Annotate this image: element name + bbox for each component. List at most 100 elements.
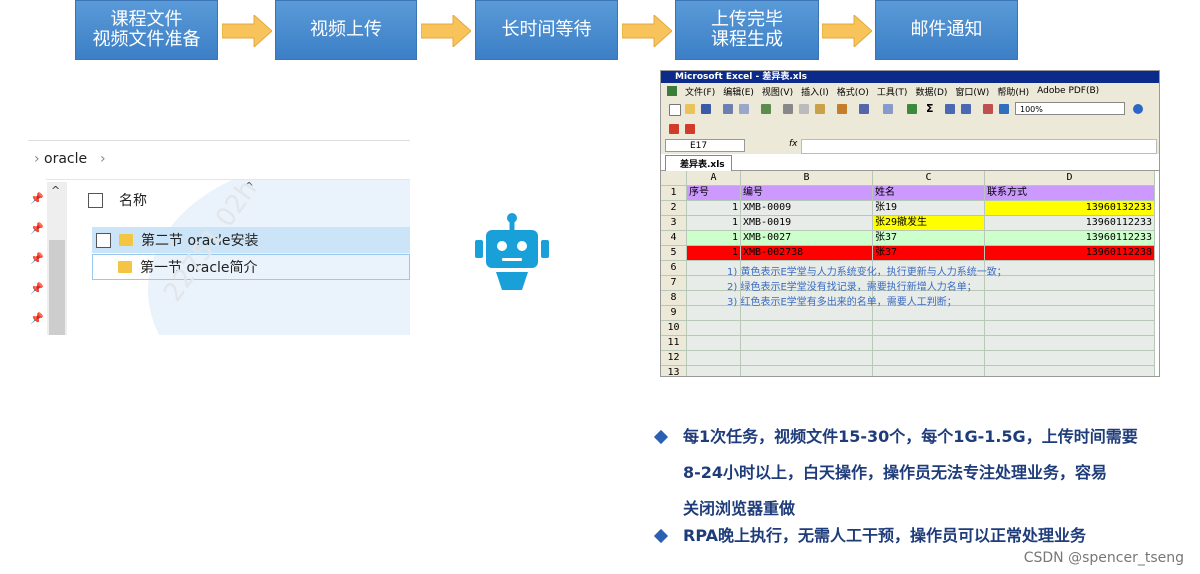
table-cell[interactable]: 张37 — [873, 246, 985, 261]
breadcrumb-oracle[interactable]: oracle — [44, 151, 88, 167]
menu-file[interactable]: 文件(F) — [685, 87, 716, 98]
row-header[interactable]: 2 — [661, 201, 687, 216]
pin-icon[interactable]: 📌 — [30, 222, 44, 235]
row-header[interactable]: 6 — [661, 261, 687, 276]
new-icon[interactable] — [669, 104, 681, 116]
row-header[interactable]: 3 — [661, 216, 687, 231]
scroll-up-icon[interactable]: ^ — [51, 184, 61, 197]
item-checkbox[interactable] — [96, 232, 111, 248]
row-header[interactable]: 11 — [661, 336, 687, 351]
scrollbar-thumb[interactable] — [49, 240, 65, 335]
open-icon[interactable] — [685, 104, 695, 114]
table-cell[interactable] — [687, 366, 741, 376]
table-cell[interactable] — [873, 261, 985, 276]
row-header[interactable]: 4 — [661, 231, 687, 246]
pin-icon[interactable]: 📌 — [30, 312, 44, 325]
sort-ascending-icon[interactable]: ^ — [244, 180, 255, 194]
fx-icon[interactable]: fx — [789, 139, 798, 149]
column-header[interactable]: D — [985, 171, 1155, 186]
table-cell[interactable]: XMB-0009 — [741, 201, 873, 216]
table-cell[interactable] — [741, 321, 873, 336]
table-cell[interactable] — [985, 351, 1155, 366]
name-box[interactable]: E17 — [665, 139, 745, 152]
column-header[interactable]: C — [873, 171, 985, 186]
table-cell[interactable]: 13960112238 — [985, 246, 1155, 261]
pin-icon[interactable]: 📌 — [30, 192, 44, 205]
select-all-checkbox[interactable] — [88, 192, 103, 208]
row-header[interactable]: 7 — [661, 276, 687, 291]
pdf-icon[interactable] — [669, 124, 679, 134]
pin-icon[interactable]: 📌 — [30, 252, 44, 265]
zoom-select[interactable]: 100% — [1015, 102, 1125, 115]
pdf-email-icon[interactable] — [685, 124, 695, 134]
help-icon[interactable] — [1133, 104, 1143, 114]
table-cell[interactable] — [985, 261, 1155, 276]
row-header[interactable]: 5 — [661, 246, 687, 261]
table-cell[interactable]: 13960112233 — [985, 216, 1155, 231]
row-header[interactable]: 1 — [661, 186, 687, 201]
sort-descending-icon[interactable] — [961, 104, 971, 114]
table-cell[interactable]: XMB-0027 — [741, 231, 873, 246]
menu-insert[interactable]: 插入(I) — [801, 87, 829, 98]
table-cell[interactable] — [873, 321, 985, 336]
table-cell[interactable]: 联系方式 — [985, 186, 1155, 201]
table-cell[interactable]: XMB-002738 — [741, 246, 873, 261]
hyperlink-icon[interactable] — [907, 104, 917, 114]
menu-format[interactable]: 格式(O) — [836, 87, 869, 98]
format-painter-icon[interactable] — [837, 104, 847, 114]
table-cell[interactable]: 13960112233 — [985, 231, 1155, 246]
table-cell[interactable]: 1 — [687, 216, 741, 231]
table-cell[interactable] — [873, 336, 985, 351]
row-header[interactable]: 12 — [661, 351, 687, 366]
table-cell[interactable]: XMB-0019 — [741, 216, 873, 231]
table-cell[interactable] — [687, 336, 741, 351]
table-cell[interactable] — [873, 306, 985, 321]
table-cell[interactable]: 姓名 — [873, 186, 985, 201]
table-cell[interactable] — [741, 336, 873, 351]
row-header[interactable]: 10 — [661, 321, 687, 336]
menu-help[interactable]: 帮助(H) — [997, 87, 1030, 98]
list-item[interactable]: 第一节 oracle简介 — [92, 254, 410, 280]
row-header[interactable]: 13 — [661, 366, 687, 376]
chart-wizard-icon[interactable] — [983, 104, 993, 114]
scrollbar[interactable]: ^ — [47, 182, 67, 335]
paste-icon[interactable] — [815, 104, 825, 114]
print-icon[interactable] — [723, 104, 733, 114]
table-cell[interactable] — [873, 291, 985, 306]
formula-input[interactable] — [801, 139, 1157, 154]
print-preview-icon[interactable] — [739, 104, 749, 114]
table-cell[interactable] — [741, 351, 873, 366]
table-cell[interactable] — [985, 276, 1155, 291]
sheet-tab[interactable]: 差异表.xls — [665, 155, 732, 172]
table-cell[interactable] — [873, 366, 985, 376]
table-cell[interactable] — [687, 261, 741, 276]
table-cell[interactable] — [985, 291, 1155, 306]
chevron-right-icon[interactable]: › — [34, 151, 40, 167]
table-cell[interactable]: 1 — [687, 231, 741, 246]
menu-adobe-pdf[interactable]: Adobe PDF(B) — [1037, 86, 1100, 96]
undo-icon[interactable] — [859, 104, 869, 114]
pin-icon[interactable]: 📌 — [30, 282, 44, 295]
sort-ascending-icon[interactable] — [945, 104, 955, 114]
list-item[interactable]: 第二节 oracle安装 — [92, 227, 410, 253]
column-header[interactable]: A — [687, 171, 741, 186]
row-header[interactable]: 8 — [661, 291, 687, 306]
table-cell[interactable] — [741, 366, 873, 376]
table-cell[interactable] — [687, 306, 741, 321]
table-cell[interactable] — [741, 276, 873, 291]
table-cell[interactable] — [741, 261, 873, 276]
table-cell[interactable]: 编号 — [741, 186, 873, 201]
column-header-name[interactable]: 名称 — [88, 187, 147, 213]
spelling-icon[interactable] — [761, 104, 771, 114]
menu-data[interactable]: 数据(D) — [915, 87, 948, 98]
menu-window[interactable]: 窗口(W) — [955, 87, 990, 98]
table-cell[interactable]: 张29撤发生 — [873, 216, 985, 231]
table-cell[interactable]: 张37 — [873, 231, 985, 246]
excel-icon[interactable] — [667, 86, 677, 96]
column-header[interactable]: B — [741, 171, 873, 186]
redo-icon[interactable] — [883, 104, 893, 114]
table-cell[interactable]: 13960132233 — [985, 201, 1155, 216]
table-cell[interactable] — [985, 366, 1155, 376]
cut-icon[interactable] — [783, 104, 793, 114]
